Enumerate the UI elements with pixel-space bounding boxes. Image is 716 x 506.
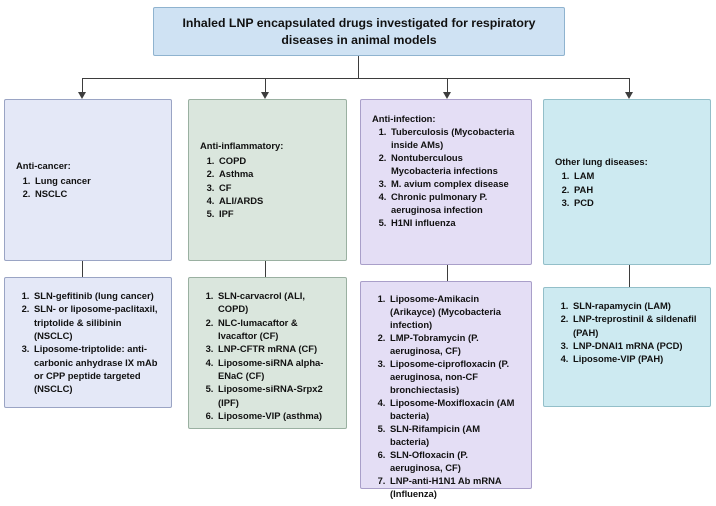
arrowhead-2-icon (261, 92, 269, 99)
list-item: NSCLC (33, 187, 91, 200)
list-item: Asthma (217, 167, 283, 180)
list-item: SLN-gefitinib (lung cancer) (32, 289, 161, 302)
category-list-anti-inflammatory: COPD Asthma CF ALI/ARDS IPF (200, 154, 283, 221)
list-item: PCD (572, 196, 648, 209)
drugs-box-anti-infection: Liposome-Amikacin (Arikayce) (Mycobacter… (360, 281, 532, 499)
list-item: CF (217, 181, 283, 194)
list-item: SLN-Rifampicin (AM bacteria) (388, 423, 521, 449)
list-item: Tuberculosis (Mycobacteria inside AMs) (389, 126, 520, 152)
connector-branch-1 (82, 78, 83, 93)
list-item: Chronic pulmonary P. aeruginosa infectio… (389, 191, 520, 217)
category-title-anti-cancer: Anti-cancer: (16, 160, 71, 172)
list-item: Liposome-ciprofloxacin (P. aeruginosa, n… (388, 358, 521, 397)
category-list-anti-infection: Tuberculosis (Mycobacteria inside AMs) N… (372, 126, 520, 230)
list-item: Nontuberculous Mycobacteria infections (389, 152, 520, 178)
list-item: Liposome-siRNA alpha-ENaC (CF) (216, 356, 336, 383)
list-item: Liposome-VIP (PAH) (571, 352, 700, 365)
drugs-box-other-lung-diseases: SLN-rapamycin (LAM) LNP-treprostinil & s… (543, 287, 711, 407)
arrowhead-3-icon (443, 92, 451, 99)
list-item: LNP-CFTR mRNA (CF) (216, 342, 336, 355)
arrowhead-4-icon (625, 92, 633, 99)
list-item: Liposome-triptolide: anti-carbonic anhyd… (32, 342, 161, 395)
list-item: Liposome-Amikacin (Arikayce) (Mycobacter… (388, 293, 521, 332)
list-item: IPF (217, 207, 283, 220)
list-item: Liposome-Moxifloxacin (AM bacteria) (388, 397, 521, 423)
list-item: SLN- or liposome-paclitaxil, triptolide … (32, 302, 161, 342)
list-item: LNP-anti-H1N1 Ab mRNA (Influenza) (388, 475, 521, 501)
list-item: LNP-treprostinil & sildenafil (PAH) (571, 312, 700, 339)
list-item: Lung cancer (33, 174, 91, 187)
connector-col2-down (265, 261, 266, 277)
list-item: NLC-lumacaftor & Ivacaftor (CF) (216, 316, 336, 343)
connector-col4-down (629, 265, 630, 287)
drugs-box-anti-inflammatory: SLN-carvacrol (ALI, COPD) NLC-lumacaftor… (188, 277, 347, 429)
connector-trunk-horizontal (82, 78, 630, 79)
list-item: LAM (572, 169, 648, 182)
category-list-anti-cancer: Lung cancer NSCLC (16, 174, 91, 201)
connector-trunk-vertical (358, 56, 359, 78)
drugs-list-anti-infection: Liposome-Amikacin (Arikayce) (Mycobacter… (371, 293, 521, 501)
list-item: H1NI influenza (389, 217, 520, 230)
connector-col3-down (447, 265, 448, 281)
drugs-list-anti-inflammatory: SLN-carvacrol (ALI, COPD) NLC-lumacaftor… (199, 289, 336, 422)
category-box-anti-inflammatory: Anti-inflammatory: COPD Asthma CF ALI/AR… (188, 99, 347, 261)
list-item: SLN-carvacrol (ALI, COPD) (216, 289, 336, 316)
connector-col1-down (82, 261, 83, 277)
list-item: M. avium complex disease (389, 178, 520, 191)
drugs-box-anti-cancer: SLN-gefitinib (lung cancer) SLN- or lipo… (4, 277, 172, 408)
list-item: COPD (217, 154, 283, 167)
list-item: LMP-Tobramycin (P. aeruginosa, CF) (388, 332, 521, 358)
drugs-list-other-lung-diseases: SLN-rapamycin (LAM) LNP-treprostinil & s… (554, 299, 700, 366)
page-title: Inhaled LNP encapsulated drugs investiga… (182, 16, 536, 47)
drugs-list-anti-cancer: SLN-gefitinib (lung cancer) SLN- or lipo… (15, 289, 161, 396)
list-item: SLN-rapamycin (LAM) (571, 299, 700, 312)
list-item: Liposome-siRNA-Srpx2 (IPF) (216, 382, 336, 409)
connector-branch-3 (447, 78, 448, 93)
root-node-header: Inhaled LNP encapsulated drugs investiga… (153, 7, 565, 56)
list-item: Liposome-VIP (asthma) (216, 409, 336, 422)
category-list-other-lung-diseases: LAM PAH PCD (555, 169, 648, 209)
category-box-anti-infection: Anti-infection: Tuberculosis (Mycobacter… (360, 99, 532, 265)
list-item: PAH (572, 183, 648, 196)
list-item: LNP-DNAI1 mRNA (PCD) (571, 339, 700, 352)
category-title-other-lung-diseases: Other lung diseases: (555, 155, 648, 167)
list-item: SLN-Ofloxacin (P. aeruginosa, CF) (388, 449, 521, 475)
list-item: ALI/ARDS (217, 194, 283, 207)
connector-branch-2 (265, 78, 266, 93)
category-box-other-lung-diseases: Other lung diseases: LAM PAH PCD (543, 99, 711, 265)
category-title-anti-inflammatory: Anti-inflammatory: (200, 140, 284, 152)
arrowhead-1-icon (78, 92, 86, 99)
category-box-anti-cancer: Anti-cancer: Lung cancer NSCLC (4, 99, 172, 261)
connector-branch-4 (629, 78, 630, 93)
category-title-anti-infection: Anti-infection: (372, 113, 436, 124)
